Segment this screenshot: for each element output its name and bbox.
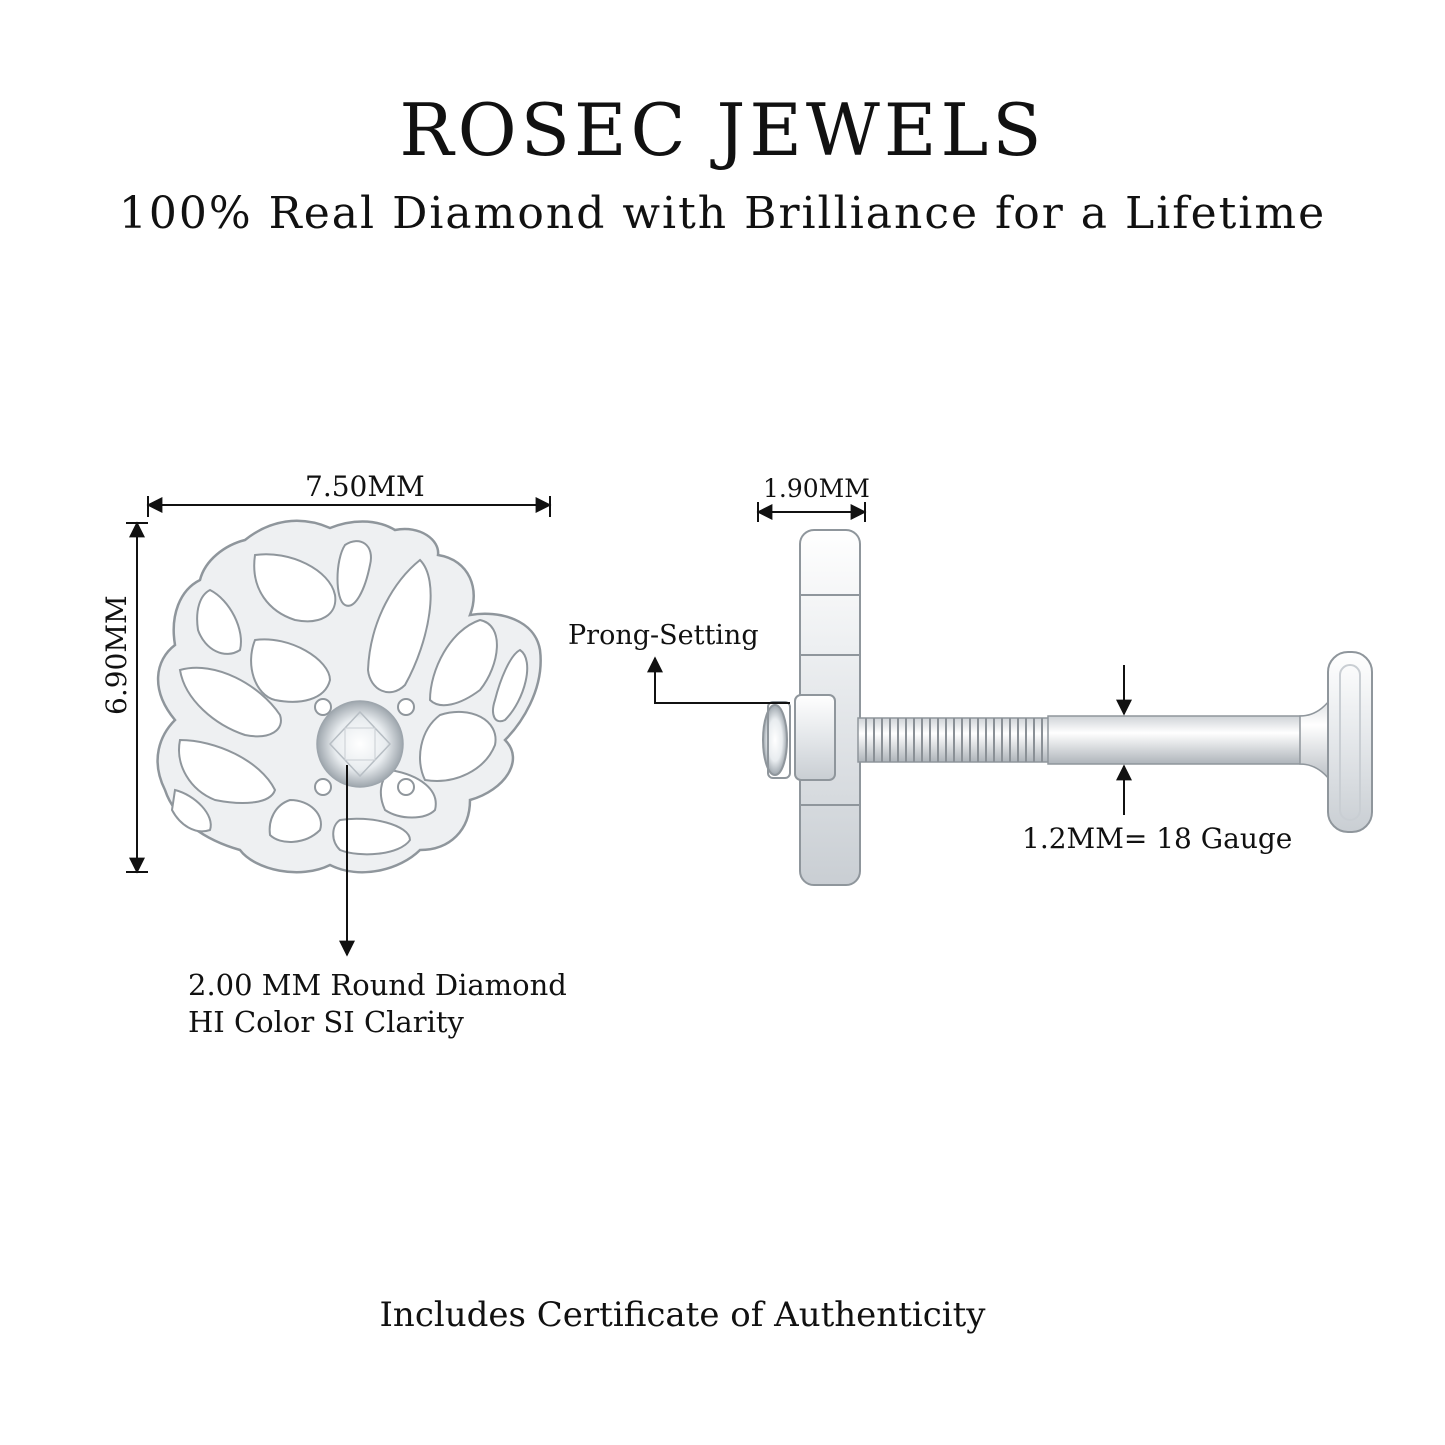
side-view-stone — [762, 701, 791, 779]
prong-setting-label: Prong-Setting — [568, 620, 759, 651]
brand-tagline: 100% Real Diamond with Brilliance for a … — [118, 188, 1327, 239]
center-diamond — [314, 698, 415, 796]
side-view-top — [794, 529, 861, 886]
height-label: 6.90MM — [100, 595, 133, 715]
certificate-note: Includes Certificate of Authenticity — [379, 1295, 986, 1335]
gauge-label: 1.2MM= 18 Gauge — [1022, 822, 1293, 855]
brand-title: ROSEC JEWELS — [399, 88, 1046, 172]
depth-dimension-line — [756, 502, 867, 522]
depth-label: 1.90MM — [763, 474, 870, 503]
lotus-openings — [170, 540, 529, 856]
diamond-quality-label: HI Color SI Clarity — [188, 1005, 464, 1039]
labret-bar — [1047, 651, 1373, 833]
width-label: 7.50MM — [305, 470, 425, 503]
width-dimension-line — [146, 496, 552, 517]
height-dimension-line — [126, 521, 148, 874]
threaded-post — [857, 717, 1054, 763]
prong-pointer-line — [647, 656, 790, 704]
diamond-size-label: 2.00 MM Round Diamond — [188, 968, 567, 1002]
